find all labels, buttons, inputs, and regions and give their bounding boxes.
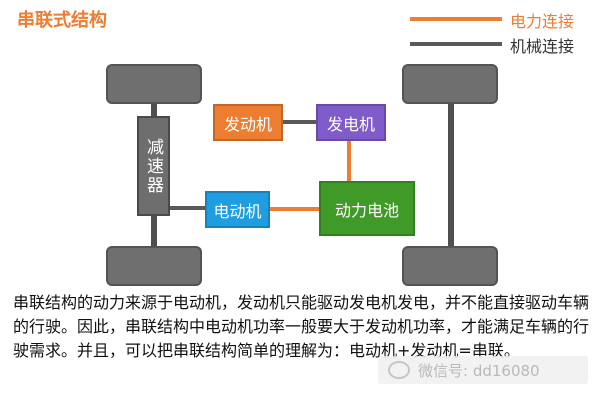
generator-box: 发电机 — [316, 104, 386, 141]
right-axle — [448, 80, 454, 270]
description-text: 串联结构的动力来源于电动机，发动机只能驱动发电机发电，并不能直接驱动车辆的行驶。… — [13, 293, 590, 360]
diagram-title: 串联式结构 — [17, 10, 107, 31]
mechanical-link-engine-generator — [283, 120, 317, 124]
electric-link-generator-battery — [347, 141, 351, 181]
watermark-label: 微信号: dd16080 — [418, 361, 540, 380]
mechanical-line-swatch — [410, 42, 502, 46]
left-front-wheel — [106, 64, 202, 104]
engine-box: 发动机 — [213, 104, 283, 141]
legend-electric-label: 电力连接 — [510, 12, 575, 31]
reducer-box: 减速器 — [137, 116, 170, 216]
wechat-icon — [388, 361, 410, 379]
legend-mechanical-label: 机械连接 — [510, 37, 575, 56]
electric-link-motor-battery — [269, 207, 319, 211]
left-rear-wheel — [106, 246, 202, 286]
battery-box: 动力电池 — [319, 181, 415, 236]
right-rear-wheel — [402, 246, 498, 286]
motor-box: 电动机 — [205, 191, 270, 228]
electric-line-swatch — [410, 17, 502, 21]
wechat-watermark: 微信号: dd16080 — [378, 356, 588, 384]
right-front-wheel — [402, 64, 498, 104]
mechanical-link-reducer-motor — [170, 206, 206, 210]
